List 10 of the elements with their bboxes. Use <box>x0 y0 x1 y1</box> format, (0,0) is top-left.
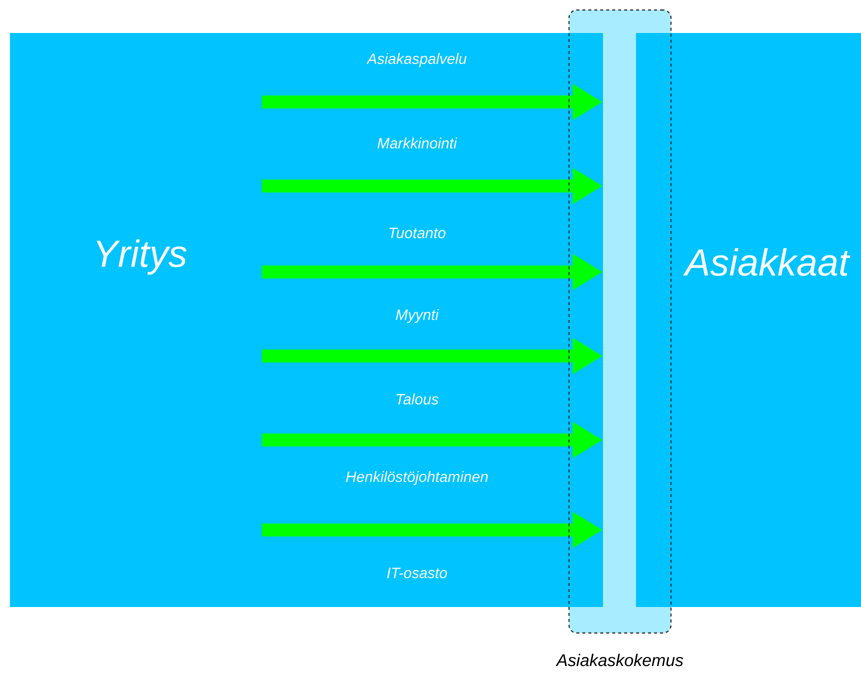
touchpoint-bar <box>603 33 636 607</box>
department-label: Tuotanto <box>389 228 446 238</box>
node-label: Asiakaskokemus <box>556 654 684 666</box>
department-label: Myynti <box>396 309 439 323</box>
department-label: Markkinointi <box>378 138 458 148</box>
department-label: Asiakaspalvelu <box>366 53 467 67</box>
customer-band: Asiakkaat <box>636 33 861 607</box>
department-label: Talous <box>396 394 438 404</box>
department-label: Henkilöstöjohtaminen <box>346 471 488 485</box>
department-label: IT-osasto <box>387 568 447 578</box>
